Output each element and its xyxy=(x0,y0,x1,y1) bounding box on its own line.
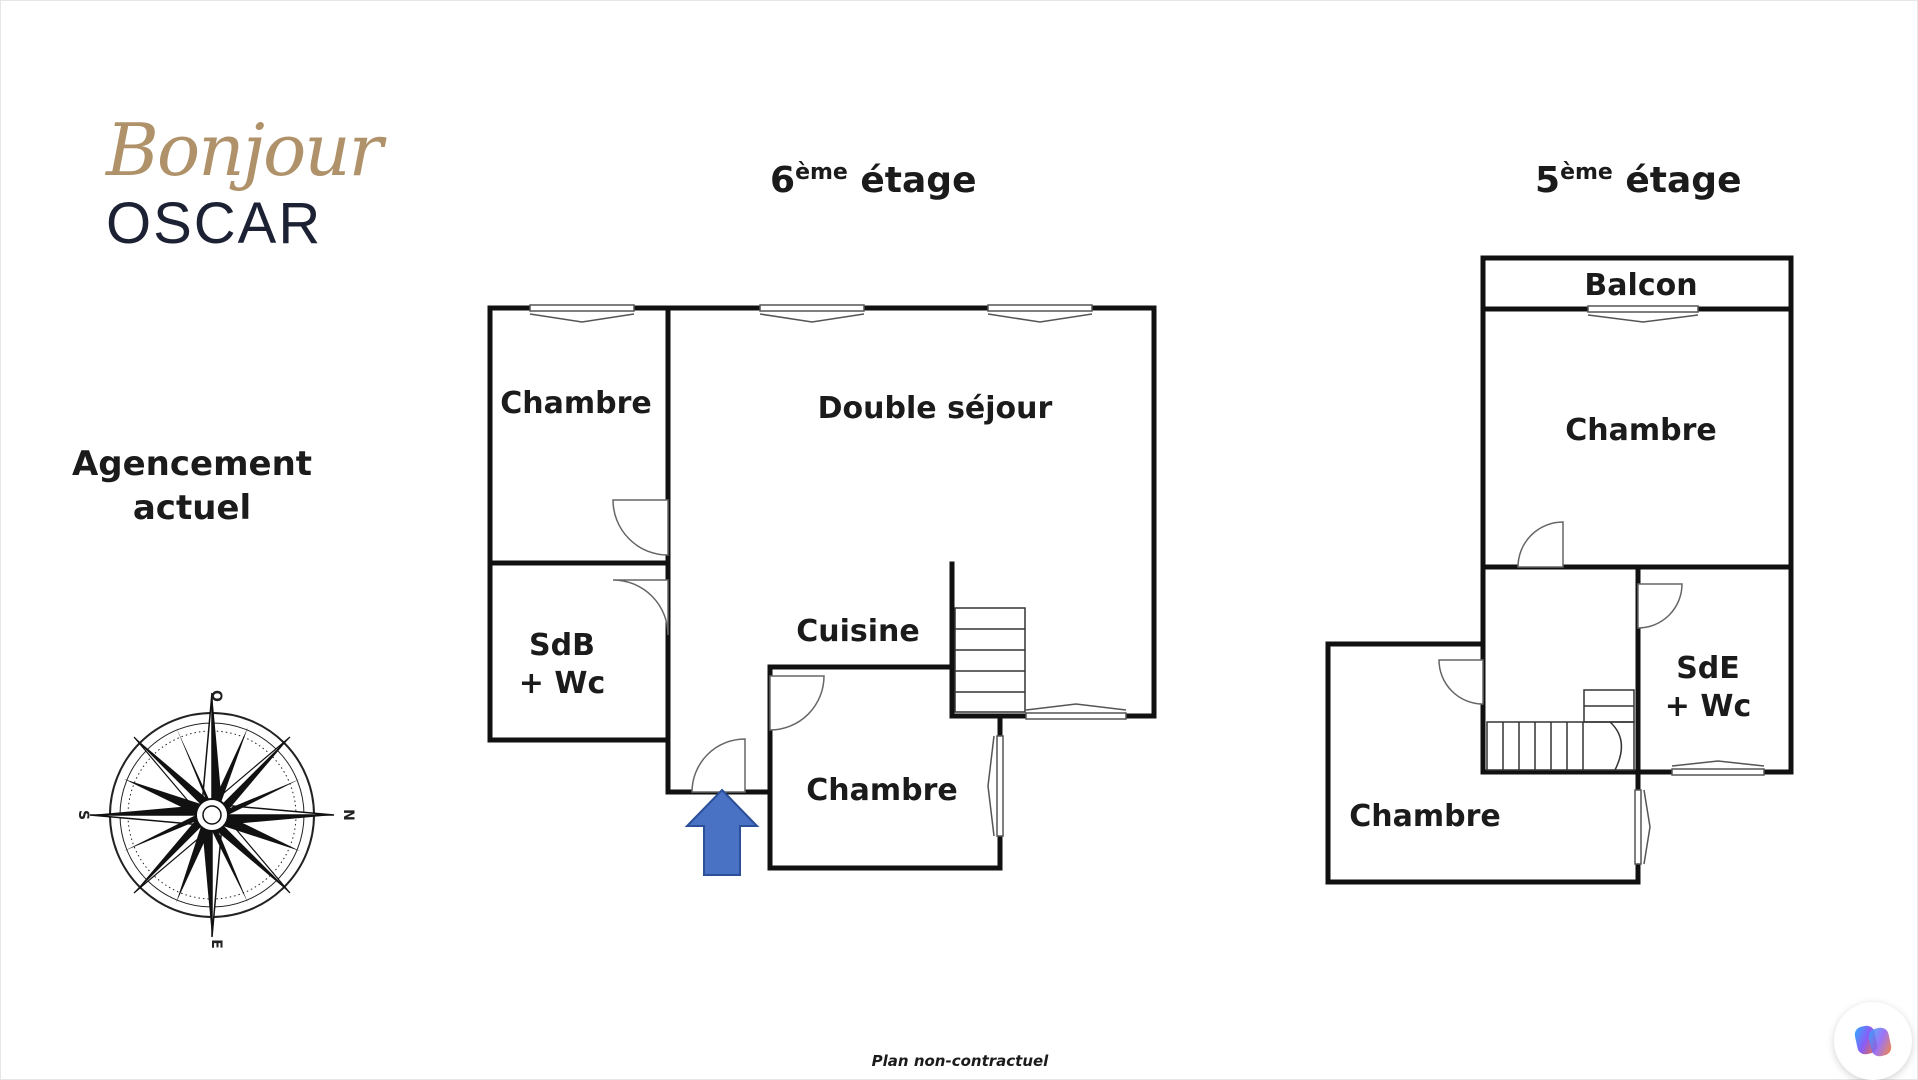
brand-logo-name: OSCAR xyxy=(106,191,323,256)
room-label-double-living: Double séjour xyxy=(818,391,1053,426)
assistant-button[interactable] xyxy=(1834,1002,1912,1080)
window-bedroom-5-sash xyxy=(1643,789,1651,865)
room-label-balcony: Balcon xyxy=(1584,268,1697,303)
compass-rose-icon xyxy=(89,692,335,938)
window-shower xyxy=(1671,768,1765,776)
floor-5-suffix: ème xyxy=(1560,160,1613,185)
window-2-sash xyxy=(759,313,865,323)
door-bedroom-top-5 xyxy=(1517,521,1564,568)
compass-south-label: S xyxy=(75,810,91,820)
stair-box-5 xyxy=(1486,721,1635,771)
room-label-bathroom-1: SdB xyxy=(529,628,595,663)
entry-arrow-icon xyxy=(684,788,760,876)
floor-5-word: étage xyxy=(1625,160,1742,201)
door-entry xyxy=(691,738,746,793)
door-shower xyxy=(1637,583,1683,629)
room-label-kitchen: Cuisine xyxy=(796,614,920,649)
window-balcony xyxy=(1587,305,1699,313)
room-label-bedroom-top-5: Chambre xyxy=(1565,413,1717,448)
floor-title-6: 6ème étage xyxy=(770,160,976,201)
window-3 xyxy=(987,304,1093,312)
window-2 xyxy=(759,304,865,312)
sixth-floor-doors xyxy=(612,499,825,793)
wall-bottom-bedroom-5 xyxy=(1325,641,1641,885)
layout-label: Agencement actuel xyxy=(60,442,324,530)
wall-west xyxy=(487,307,671,743)
door-bedroom xyxy=(612,499,669,556)
layout-label-line2: actuel xyxy=(132,488,252,528)
room-label-shower-1: SdE xyxy=(1676,651,1740,686)
room-label-bedroom-top: Chambre xyxy=(500,386,652,421)
layout-label-line1: Agencement xyxy=(71,444,313,484)
wall-bottom-bedroom xyxy=(767,664,1003,871)
window-4 xyxy=(1025,712,1127,720)
window-3-sash xyxy=(987,313,1093,323)
room-label-bathroom-2: + Wc xyxy=(519,666,605,701)
floor-5-number: 5 xyxy=(1535,160,1561,201)
floor-6-number: 6 xyxy=(770,160,796,201)
window-bedroom-5 xyxy=(1634,789,1642,865)
sixth-floor-windows xyxy=(529,304,1127,837)
stair-box xyxy=(954,607,1026,713)
room-label-bedroom-bottom: Chambre xyxy=(806,773,958,808)
window-1 xyxy=(529,304,635,312)
floor-6-suffix: ème xyxy=(795,160,848,185)
sixth-floor-stairs xyxy=(954,607,1026,713)
window-4-sash xyxy=(1025,703,1127,711)
window-5 xyxy=(996,735,1004,837)
window-shower-sash xyxy=(1671,760,1765,767)
floor-6-word: étage xyxy=(860,160,977,201)
stair-curve-5 xyxy=(1609,721,1623,771)
brand-logo-script: Bonjour xyxy=(106,108,383,192)
compass-west-label: O xyxy=(208,690,224,702)
fifth-floor-walls xyxy=(1325,255,1794,885)
door-bathroom xyxy=(612,579,669,636)
window-5-sash xyxy=(987,735,995,837)
window-1-sash xyxy=(529,313,635,323)
disclaimer: Plan non-contractuel xyxy=(871,1052,1049,1070)
fifth-floor-openings xyxy=(1438,305,1765,865)
room-label-bedroom-bottom-5: Chambre xyxy=(1349,799,1501,834)
room-label-shower-2: + Wc xyxy=(1665,689,1751,724)
door-bedroom-bottom-5 xyxy=(1438,659,1484,705)
copilot-icon xyxy=(1854,1025,1892,1057)
fifth-floor-stairs xyxy=(1486,689,1635,771)
floor-title-5: 5ème étage xyxy=(1535,160,1741,201)
window-balcony-sash xyxy=(1587,314,1699,323)
door-bottom-bedroom xyxy=(769,675,825,731)
compass-north-label: N xyxy=(340,809,356,821)
compass-east-label: E xyxy=(208,939,224,949)
